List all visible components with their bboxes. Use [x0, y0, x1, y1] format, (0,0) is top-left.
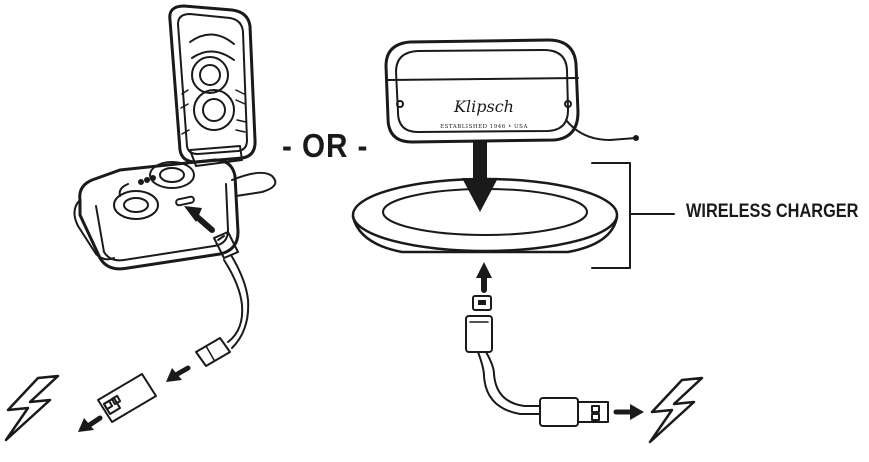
- right-cable: [466, 296, 608, 426]
- brand-logo: Klipsch: [453, 97, 514, 116]
- lightning-bolt-icon: [650, 378, 702, 442]
- arrow-into-case: [196, 216, 212, 230]
- or-separator: - OR -: [282, 127, 368, 165]
- brand-tagline: ESTABLISHED 1946 • USA: [440, 124, 528, 130]
- wireless-charger-label: WIRELESS CHARGER: [686, 201, 858, 223]
- arrow-to-power-left: [88, 418, 100, 426]
- open-earbud-case: [74, 6, 275, 269]
- label-bracket: [592, 163, 630, 268]
- wireless-charger-pad: [353, 179, 617, 252]
- closed-earbud-case: Klipsch ESTABLISHED 1946 • USA: [386, 40, 638, 142]
- lightning-bolt-icon: [6, 376, 58, 440]
